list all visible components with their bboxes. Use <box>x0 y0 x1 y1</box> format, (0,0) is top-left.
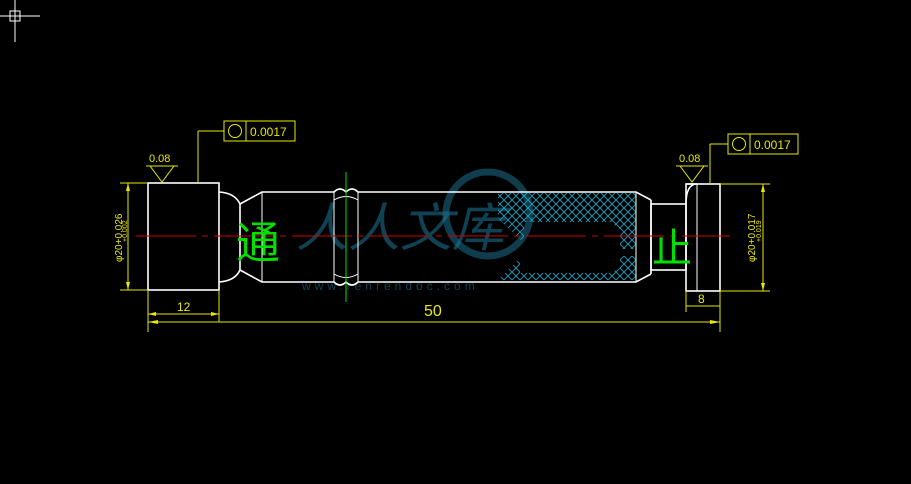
right-gauge-head <box>685 183 721 292</box>
dim-total-length: 50 <box>424 303 442 320</box>
dim-left-length: 12 <box>177 300 191 314</box>
dim-right-diameter-low: +0.019 <box>756 220 763 242</box>
tolerance-left-value: 0.0017 <box>250 125 287 139</box>
tolerance-frame-right: 0.0017 <box>709 133 799 184</box>
roughness-left-value: 0.08 <box>149 153 170 165</box>
roughness-left: 0.08 <box>146 153 178 183</box>
tolerance-right-value: 0.0017 <box>754 138 791 152</box>
section-hatch <box>498 193 636 280</box>
dimensions: 50 12 8 φ20+0.026 +0.002 φ20+0.017 +0.01… <box>114 182 770 332</box>
roughness-right-value: 0.08 <box>679 153 700 165</box>
roundness-icon <box>732 137 746 151</box>
nogo-label: 止 <box>652 226 692 271</box>
dim-left-diameter-low: +0.002 <box>122 220 129 242</box>
dim-right-diameter: φ20+0.017 <box>747 213 758 262</box>
roughness-right: 0.08 <box>676 153 708 183</box>
dim-right-length: 8 <box>698 292 705 306</box>
tolerance-frame-left: 0.0017 <box>197 120 296 183</box>
watermark: 人人文库 www.renrendoc.com <box>296 168 534 293</box>
roundness-icon <box>228 124 242 138</box>
go-label: 通 <box>236 219 280 268</box>
cursor-crosshair-icon <box>0 0 40 42</box>
watermark-url: www.renrendoc.com <box>301 279 479 293</box>
watermark-text: 人人文库 <box>296 200 512 258</box>
dim-left-diameter: φ20+0.026 <box>114 213 125 262</box>
